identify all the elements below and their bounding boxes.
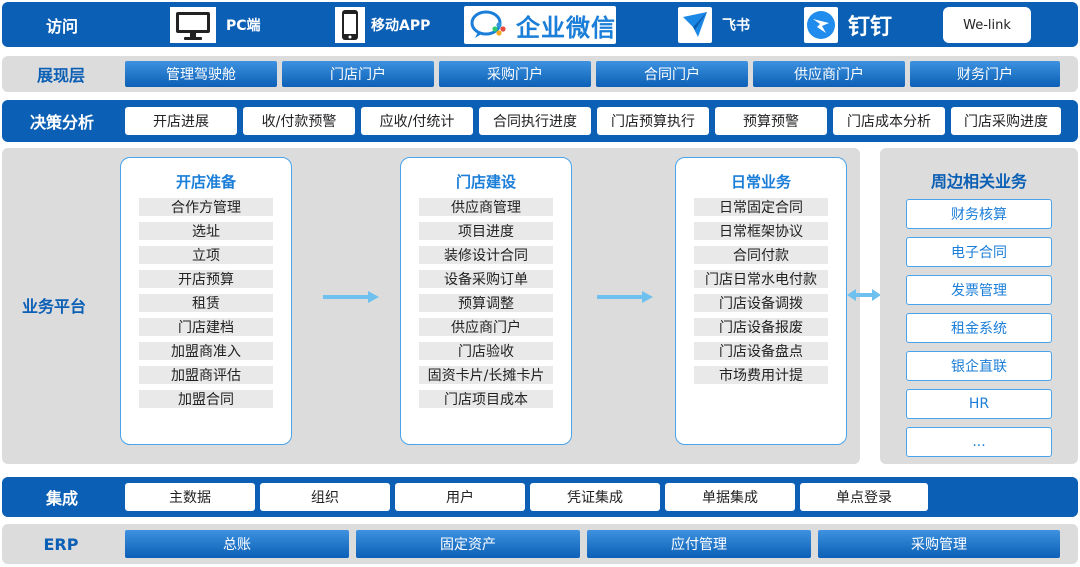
column-item[interactable]: 门店设备调拨 (694, 294, 828, 312)
column-item[interactable]: 门店验收 (419, 342, 553, 360)
peripheral-item[interactable]: ... (906, 427, 1052, 457)
erp-item[interactable]: 采购管理 (818, 530, 1060, 558)
presentation-item[interactable]: 合同门户 (596, 61, 748, 87)
column-item[interactable]: 市场费用计提 (694, 366, 828, 384)
presentation-label: 展现层 (36, 66, 85, 85)
column-title: 日常业务 (730, 173, 791, 191)
access-label: 访问 (45, 16, 78, 36)
column-item[interactable]: 固资卡片/长摊卡片 (419, 366, 553, 384)
column-item[interactable]: 合作方管理 (139, 198, 273, 216)
wecom-access[interactable]: 企业微信 (464, 6, 616, 44)
decision-row: 决策分析 开店进展 收/付款预警 应收/付统计 合同执行进度 门店预算执行 预算… (2, 100, 1078, 142)
integration-row: 集成 主数据 组织 用户 凭证集成 单据集成 单点登录 (2, 477, 1078, 517)
decision-item[interactable]: 应收/付统计 (361, 107, 473, 135)
pc-label: PC端 (226, 18, 261, 34)
column-item[interactable]: 预算调整 (419, 294, 553, 312)
wecom-icon (470, 10, 506, 38)
column-item[interactable]: 门店日常水电付款 (694, 270, 828, 288)
column-item[interactable]: 开店预算 (139, 270, 273, 288)
dingtalk-label: 钉钉 (848, 15, 893, 40)
pc-access[interactable]: PC端 (170, 7, 261, 43)
double-arrow-icon (847, 289, 881, 301)
presentation-item[interactable]: 供应商门户 (753, 61, 905, 87)
peripheral-item[interactable]: 发票管理 (906, 275, 1052, 305)
integration-item[interactable]: 主数据 (125, 483, 255, 511)
business-platform: 业务平台 开店准备 合作方管理 选址 立项 开店预算 租赁 门店建档 加盟商准入… (2, 148, 860, 464)
decision-item[interactable]: 合同执行进度 (479, 107, 591, 135)
decision-label: 决策分析 (29, 113, 94, 132)
presentation-item[interactable]: 门店门户 (282, 61, 434, 87)
decision-item[interactable]: 收/付款预警 (243, 107, 355, 135)
integration-item[interactable]: 组织 (260, 483, 390, 511)
platform-column-daily: 日常业务 日常固定合同 日常框架协议 合同付款 门店日常水电付款 门店设备调拨 … (675, 157, 847, 445)
column-item[interactable]: 加盟合同 (139, 390, 273, 408)
integration-item[interactable]: 用户 (395, 483, 525, 511)
column-item[interactable]: 设备采购订单 (419, 270, 553, 288)
decision-item[interactable]: 门店采购进度 (951, 107, 1061, 135)
presentation-item[interactable]: 采购门户 (439, 61, 591, 87)
column-item[interactable]: 加盟商评估 (139, 366, 273, 384)
column-item[interactable]: 装修设计合同 (419, 246, 553, 264)
presentation-item[interactable]: 管理驾驶舱 (125, 61, 277, 87)
integration-item[interactable]: 单据集成 (665, 483, 795, 511)
peripheral-item[interactable]: 银企直联 (906, 351, 1052, 381)
erp-item[interactable]: 固定资产 (356, 530, 580, 558)
dingtalk-access[interactable]: 钉钉 (804, 7, 892, 43)
decision-item[interactable]: 门店成本分析 (833, 107, 945, 135)
platform-label: 业务平台 (22, 297, 87, 316)
column-item[interactable]: 选址 (139, 222, 273, 240)
column-title: 门店建设 (455, 173, 516, 191)
peripheral-item[interactable]: HR (906, 389, 1052, 419)
column-item[interactable]: 立项 (139, 246, 273, 264)
peripheral-title: 周边相关业务 (930, 172, 1027, 191)
column-item[interactable]: 供应商管理 (419, 198, 553, 216)
feishu-access[interactable]: 飞书 (678, 7, 750, 43)
peripheral-panel: 周边相关业务 财务核算 电子合同 发票管理 租金系统 银企直联 HR ... (880, 148, 1078, 464)
column-item[interactable]: 供应商门户 (419, 318, 553, 336)
dingtalk-icon (804, 7, 838, 43)
mobile-access[interactable]: 移动APP (335, 7, 430, 43)
feishu-label: 飞书 (722, 18, 750, 34)
decision-item[interactable]: 门店预算执行 (597, 107, 709, 135)
access-row: 访问 PC端 移动APP 企业微信 (2, 2, 1078, 47)
column-item[interactable]: 门店设备盘点 (694, 342, 828, 360)
feishu-icon (678, 7, 712, 43)
platform-column-open-prep: 开店准备 合作方管理 选址 立项 开店预算 租赁 门店建档 加盟商准入 加盟商评… (120, 157, 292, 445)
column-item[interactable]: 加盟商准入 (139, 342, 273, 360)
wecom-label: 企业微信 (516, 13, 616, 42)
peripheral-item[interactable]: 租金系统 (906, 313, 1052, 343)
column-title: 开店准备 (175, 173, 236, 191)
platform-column-store-build: 门店建设 供应商管理 项目进度 装修设计合同 设备采购订单 预算调整 供应商门户… (400, 157, 572, 445)
integration-item[interactable]: 凭证集成 (530, 483, 660, 511)
decision-item[interactable]: 预算预警 (715, 107, 827, 135)
column-item[interactable]: 门店建档 (139, 318, 273, 336)
erp-row: ERP 总账 固定资产 应付管理 采购管理 (2, 524, 1078, 564)
presentation-row: 展现层 管理驾驶舱 门店门户 采购门户 合同门户 供应商门户 财务门户 (2, 56, 1078, 92)
erp-item[interactable]: 总账 (125, 530, 349, 558)
column-item[interactable]: 项目进度 (419, 222, 553, 240)
arrow-right-icon (323, 291, 379, 303)
phone-icon (335, 7, 365, 43)
column-item[interactable]: 合同付款 (694, 246, 828, 264)
welink-access[interactable]: We-link (943, 7, 1031, 43)
peripheral-item[interactable]: 电子合同 (906, 237, 1052, 267)
column-item[interactable]: 日常框架协议 (694, 222, 828, 240)
monitor-icon (170, 7, 216, 43)
erp-label: ERP (43, 534, 79, 554)
column-item[interactable]: 租赁 (139, 294, 273, 312)
presentation-item[interactable]: 财务门户 (910, 61, 1060, 87)
decision-item[interactable]: 开店进展 (125, 107, 237, 135)
arrow-right-icon (597, 291, 653, 303)
mobile-label: 移动APP (371, 18, 431, 34)
column-item[interactable]: 门店设备报废 (694, 318, 828, 336)
erp-item[interactable]: 应付管理 (587, 530, 811, 558)
integration-label: 集成 (45, 489, 78, 508)
column-item[interactable]: 日常固定合同 (694, 198, 828, 216)
peripheral-item[interactable]: 财务核算 (906, 199, 1052, 229)
column-item[interactable]: 门店项目成本 (419, 390, 553, 408)
integration-item[interactable]: 单点登录 (800, 483, 928, 511)
